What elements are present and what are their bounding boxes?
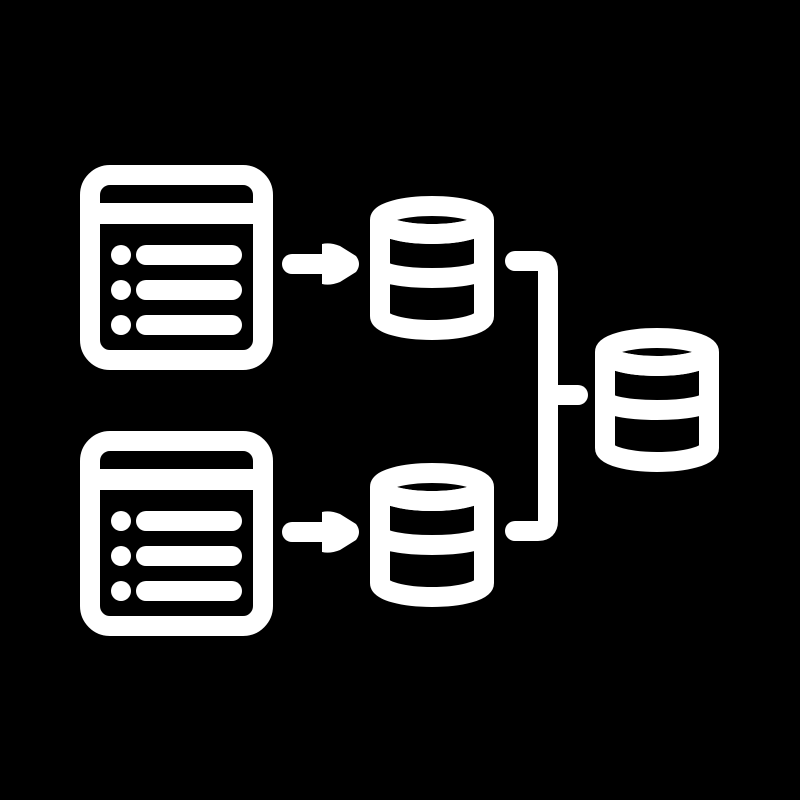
arrow-icon-2 <box>292 511 359 552</box>
source-table-2-icon <box>90 441 263 626</box>
arrow-icon-1 <box>292 243 359 284</box>
merge-bracket-connector <box>505 251 588 541</box>
database-2-icon <box>380 473 484 597</box>
source-table-1-icon <box>90 175 263 360</box>
merged-database-icon <box>605 338 709 462</box>
database-1-icon <box>380 206 484 330</box>
